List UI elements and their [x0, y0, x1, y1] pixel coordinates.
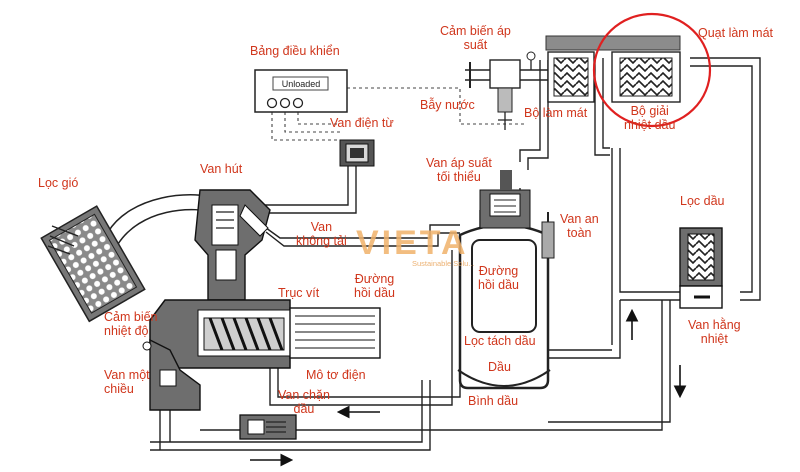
pressure-sensor-label: Cảm biến áp suất	[440, 24, 511, 52]
highlight-circle	[592, 12, 712, 128]
water-trap-label: Bẫy nước	[420, 98, 475, 112]
oil-cooler	[611, 51, 681, 103]
after-cooler	[547, 51, 595, 103]
oil-return-line-label: Đường hồi dầu	[354, 272, 396, 300]
cooler-label: Bộ làm mát	[524, 106, 588, 120]
oil-cooler-label: Bộ giải nhiệt dầu	[624, 104, 676, 132]
screw-rotor-graphic	[203, 317, 285, 351]
oil-stop-valve-label: Van chặn dầu	[278, 388, 330, 416]
unloaded-text: Unloaded	[282, 79, 321, 89]
flow-arrows	[250, 308, 687, 467]
motor-label: Mô tơ điện	[306, 368, 366, 382]
separator-filter-label: Lọc tách dầu	[464, 334, 536, 348]
separator-tank	[457, 170, 555, 390]
solenoid-valve	[339, 139, 375, 167]
oil-stop-valve-graphic	[239, 414, 297, 440]
air-filter-label: Lọc gió	[38, 176, 79, 190]
control-panel-label: Bảng điều khiển	[250, 44, 340, 58]
air-inlet-arrows	[47, 225, 79, 255]
temp-sensor-label: Cảm biến nhiệt độ	[104, 310, 158, 338]
air-filter	[40, 205, 146, 323]
cooling-fan	[545, 35, 681, 51]
oil-tank-label: Bình dầu	[468, 394, 519, 408]
motor-graphic	[289, 307, 381, 359]
thermostatic-valve-label: Van hằng nhiệt	[688, 318, 741, 346]
screw-rotor-label: Trục vít	[278, 286, 320, 300]
min-pressure-valve-label: Van áp suất tối thiểu	[426, 156, 492, 184]
safety-valve-label: Van an toàn	[560, 212, 599, 240]
oil-filter	[679, 227, 723, 309]
intake-valve-label: Van hút	[200, 162, 243, 176]
solenoid-valve-label: Van điện từ	[330, 116, 394, 130]
control-panel: Unloaded	[254, 69, 348, 113]
control-wires	[271, 87, 525, 141]
pressure-sensor-text: Cảm biến áp suất	[440, 24, 511, 52]
unload-valve-label: Van không tải	[296, 220, 347, 248]
pressure-sensor-assembly	[465, 51, 548, 130]
compressor-body	[142, 189, 381, 440]
check-valve-label: Van một chiều	[104, 368, 150, 396]
cooling-fan-label: Quạt làm mát	[698, 26, 774, 40]
oil-return-line-label-2: Đường hồi dầu	[478, 264, 520, 292]
oil-filter-label: Lọc dầu	[680, 194, 725, 208]
piping	[107, 57, 761, 451]
oil-label: Dầu	[488, 360, 511, 374]
